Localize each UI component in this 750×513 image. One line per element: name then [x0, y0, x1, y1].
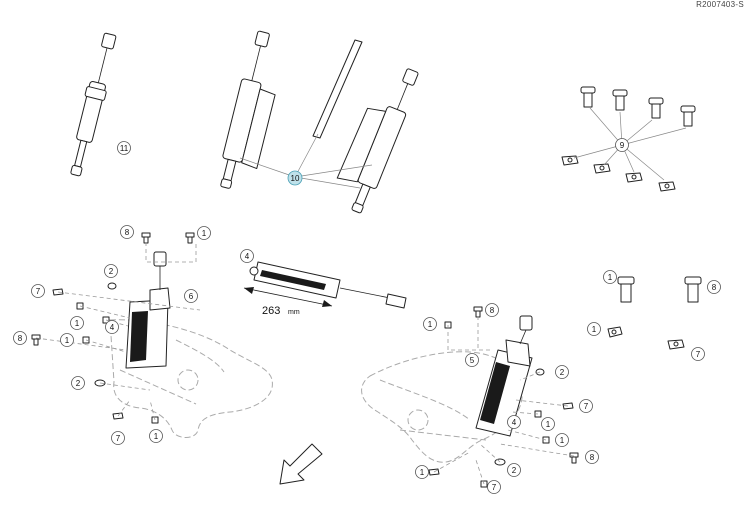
callout-7: 7 [579, 399, 593, 413]
svg-text:7: 7 [116, 434, 121, 443]
callout-1: 1 [423, 317, 437, 331]
callout-2: 2 [104, 264, 118, 278]
actuator-10-left [220, 30, 276, 189]
left-frame-assembly [31, 232, 273, 438]
callout-6: 6 [184, 289, 198, 303]
svg-text:1: 1 [65, 336, 70, 345]
callout-8: 8 [585, 450, 599, 464]
svg-text:4: 4 [512, 418, 517, 427]
callout-7: 7 [111, 431, 125, 445]
svg-text:1: 1 [592, 325, 597, 334]
dimension-value: 263 [262, 305, 280, 317]
callout-1: 1 [555, 433, 569, 447]
svg-text:2: 2 [109, 267, 114, 276]
svg-text:8: 8 [18, 334, 23, 343]
svg-text:4: 4 [110, 323, 115, 332]
callout-2: 2 [71, 376, 85, 390]
callout-9: 9 [615, 138, 629, 152]
callout-8: 8 [120, 225, 134, 239]
svg-text:7: 7 [36, 287, 41, 296]
svg-text:11: 11 [120, 144, 129, 153]
svg-text:8: 8 [590, 453, 595, 462]
svg-text:8: 8 [490, 306, 495, 315]
svg-text:9: 9 [620, 141, 625, 150]
svg-text:2: 2 [512, 466, 517, 475]
spare-parts-right [607, 276, 702, 350]
svg-text:7: 7 [584, 402, 589, 411]
svg-text:1: 1 [75, 319, 80, 328]
callout-2: 2 [507, 463, 521, 477]
callout-1: 1 [541, 417, 555, 431]
callout-1: 1 [415, 465, 429, 479]
svg-text:6: 6 [189, 292, 194, 301]
svg-text:4: 4 [245, 252, 250, 261]
callout-8: 8 [485, 303, 499, 317]
dimension-line: 263 mm [243, 287, 333, 317]
callout-1: 1 [603, 270, 617, 284]
svg-text:1: 1 [560, 436, 565, 445]
svg-text:8: 8 [125, 228, 130, 237]
callout-4: 4 [105, 320, 119, 334]
svg-text:1: 1 [428, 320, 433, 329]
svg-text:2: 2 [560, 368, 565, 377]
svg-text:10: 10 [291, 174, 300, 183]
callout-7: 7 [487, 480, 501, 494]
svg-text:1: 1 [420, 468, 425, 477]
callout-1: 1 [587, 322, 601, 336]
callout-8: 8 [13, 331, 27, 345]
callout-4: 4 [240, 249, 254, 263]
callout-1: 1 [60, 333, 74, 347]
callout-5: 5 [465, 353, 479, 367]
callout-4: 4 [507, 415, 521, 429]
right-frame-assembly [361, 306, 579, 488]
fastener-group-9 [561, 86, 696, 192]
callout-7: 7 [31, 284, 45, 298]
svg-text:7: 7 [492, 483, 497, 492]
svg-text:7: 7 [696, 350, 701, 359]
svg-text:2: 2 [76, 379, 81, 388]
svg-text:1: 1 [546, 420, 551, 429]
callout-10: 10 [287, 170, 303, 186]
callout-7: 7 [691, 347, 705, 361]
actuator-4-center [249, 261, 407, 309]
dimension-unit: mm [288, 309, 300, 316]
svg-text:1: 1 [202, 229, 207, 238]
reference-code: R2007403-S [696, 0, 744, 9]
callout-11: 11 [117, 141, 131, 155]
svg-text:1: 1 [608, 273, 613, 282]
callout-2: 2 [555, 365, 569, 379]
direction-arrow [279, 443, 323, 485]
svg-text:1: 1 [154, 432, 159, 441]
callout-1: 1 [149, 429, 163, 443]
svg-text:5: 5 [470, 356, 475, 365]
actuator-11 [70, 32, 117, 177]
rod-10 [312, 39, 363, 139]
actuator-10-right [336, 68, 419, 214]
callout-1: 1 [197, 226, 211, 240]
svg-text:8: 8 [712, 283, 717, 292]
callout-8: 8 [707, 280, 721, 294]
callout-1: 1 [70, 316, 84, 330]
